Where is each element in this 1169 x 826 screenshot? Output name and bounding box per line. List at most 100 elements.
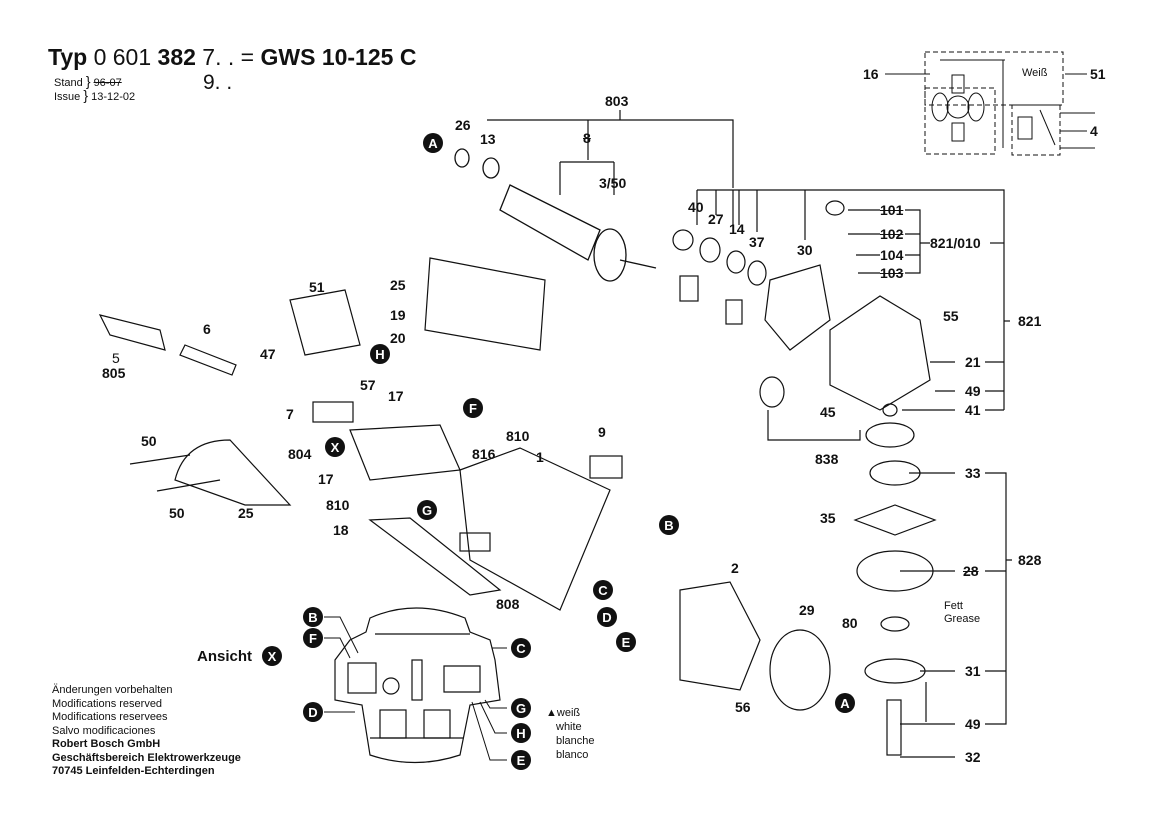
badge-a-bottom: A: [835, 693, 855, 713]
part-label-35: 35: [820, 510, 836, 526]
gear-head-21: [829, 295, 931, 411]
switch-cover-51: [289, 289, 361, 356]
badge-g-view: G: [511, 698, 531, 718]
power-cord-plug: [98, 314, 166, 351]
document-title: Typ 0 601 382 7. . = GWS 10-125 C: [48, 44, 416, 71]
wiring-label-51: 51: [1090, 66, 1106, 82]
badge-h-view: H: [511, 723, 531, 743]
part-label-49-top: 49: [965, 383, 981, 399]
part-label-47: 47: [260, 346, 276, 362]
legend-line-en: white: [556, 721, 582, 733]
fan-baffle-29: [769, 629, 831, 711]
part-label-803: 803: [605, 93, 629, 109]
typ-variant-2: 9. .: [203, 71, 233, 94]
footer-line: Salvo modificaciones: [52, 724, 156, 737]
part-label-19: 19: [390, 307, 406, 323]
stand-struck-date: 96-07: [93, 77, 122, 89]
badge-f-brush: F: [463, 398, 483, 418]
part-label-101: 101: [880, 202, 904, 218]
part-label-26: 26: [455, 117, 471, 133]
part-label-8: 8: [583, 130, 591, 146]
part-label-50-top: 50: [141, 433, 157, 449]
badge-c-view: C: [511, 638, 531, 658]
badge-d-stator: D: [597, 607, 617, 627]
part-label-27: 27: [708, 211, 724, 227]
badge-f-view: F: [303, 628, 323, 648]
part-label-50-bottom: 50: [169, 505, 185, 521]
part-label-57: 57: [360, 377, 376, 393]
badge-b-view: B: [303, 607, 323, 627]
part-label-37: 37: [749, 234, 765, 250]
equals-sign: =: [240, 44, 255, 70]
rear-cover-25: [174, 439, 292, 506]
cable-6: [179, 344, 237, 376]
badge-a-top: A: [423, 133, 443, 153]
footer-line: Modifications reserved: [52, 697, 163, 710]
triangle-icon: ▲: [546, 707, 557, 719]
model-name: GWS 10-125 C: [260, 44, 417, 70]
issue-label: Issue: [54, 91, 81, 103]
badge-e-view: E: [511, 750, 531, 770]
part-label-25-cover: 25: [238, 505, 254, 521]
typ-number-main: 382: [157, 44, 196, 70]
part-label-3-50: 3/50: [599, 175, 627, 191]
part-label-804: 804: [288, 446, 312, 462]
part-label-32: 32: [965, 749, 981, 765]
typ-variant: 7. .: [202, 44, 235, 70]
part-label-14: 14: [729, 221, 745, 237]
stand-issue: Stand } 96-07 Issue } 13-12-02: [54, 73, 136, 103]
part-label-810-left: 810: [326, 497, 350, 513]
part-label-20: 20: [390, 330, 406, 346]
view-x-outline: [334, 607, 501, 764]
part-label-28: 28: [963, 563, 979, 579]
part-label-2: 2: [731, 560, 739, 576]
part-label-1: 1: [536, 449, 544, 465]
white-wire-legend: ▲weiß white blanche blanco: [546, 706, 595, 762]
part-label-56: 56: [735, 699, 751, 715]
part-label-29: 29: [799, 602, 815, 618]
company-division: Geschäftsbereich Elektrowerkzeuge: [52, 751, 241, 764]
part-label-103: 103: [880, 265, 904, 281]
part-label-821-010: 821/010: [930, 235, 981, 251]
part-label-828: 828: [1018, 552, 1042, 568]
footer-line: Änderungen vorbehalten: [52, 684, 173, 696]
typ-number-prefix: 0 601: [93, 44, 152, 70]
part-label-21: 21: [965, 354, 981, 370]
part-label-805: 805: [102, 365, 126, 381]
motor-housing-25: [424, 257, 546, 351]
legend-line-es: blanco: [556, 749, 589, 761]
part-label-49-bottom: 49: [965, 716, 981, 732]
badge-c-stator: C: [593, 580, 613, 600]
part-label-31: 31: [965, 663, 981, 679]
brush-holder: [349, 424, 461, 481]
grease-note-de: Fett: [944, 600, 963, 612]
part-label-838: 838: [815, 451, 839, 467]
part-label-104: 104: [880, 247, 904, 263]
part-label-45: 45: [820, 404, 836, 420]
stator-2: [679, 581, 761, 691]
part-label-816: 816: [472, 446, 496, 462]
grease-note: Fett Grease: [944, 600, 980, 626]
legend-line-fr: blanche: [556, 735, 595, 747]
badge-x-brush: X: [325, 437, 345, 457]
part-label-30: 30: [797, 242, 813, 258]
part-label-17-bottom: 17: [318, 471, 334, 487]
part-label-17-top: 17: [388, 388, 404, 404]
part-label-810-right: 810: [506, 428, 530, 444]
badge-g-brush: G: [417, 500, 437, 520]
badge-h-switch: H: [370, 344, 390, 364]
view-x-label: Ansicht: [197, 648, 253, 665]
wiring-diagram: [885, 51, 1095, 156]
footer-notes: Änderungen vorbehalten Modifications res…: [52, 684, 241, 779]
badge-e-stator: E: [616, 632, 636, 652]
legend-line-de: weiß: [556, 707, 581, 719]
badge-b-stator: B: [659, 515, 679, 535]
part-label-51: 51: [309, 279, 325, 295]
part-label-18: 18: [333, 522, 349, 538]
part-label-821: 821: [1018, 313, 1042, 329]
part-label-7: 7: [286, 406, 294, 422]
stand-label: Stand: [54, 77, 83, 89]
company-address: 70745 Leinfelden-Echterdingen: [52, 765, 215, 777]
part-label-808: 808: [496, 596, 520, 612]
part-label-9: 9: [598, 424, 606, 440]
